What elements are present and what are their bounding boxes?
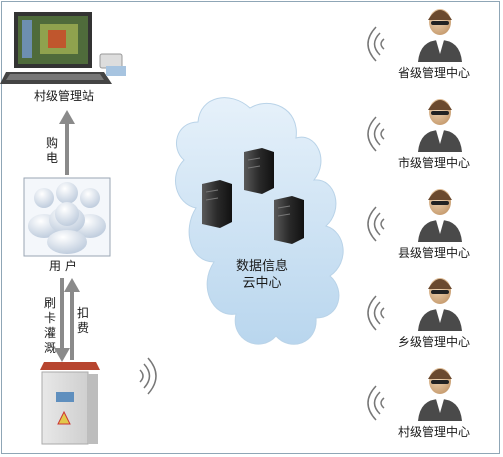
cloud-label: 数据信息 云中心 bbox=[217, 258, 307, 292]
deduct-fee-label: 扣费 bbox=[76, 306, 89, 335]
signal-waves-icon bbox=[367, 295, 385, 331]
cloud-label-line2: 云中心 bbox=[242, 276, 282, 291]
arrow-deduct-fee bbox=[64, 278, 80, 360]
center-label-0: 省级管理中心 bbox=[398, 66, 471, 80]
cloud-shape bbox=[175, 97, 344, 345]
server-icon-3 bbox=[274, 196, 304, 244]
server-icon-2 bbox=[202, 180, 232, 228]
server-icon-1 bbox=[244, 148, 274, 194]
signal-waves-icon bbox=[139, 357, 157, 395]
swipe-irrigate-label: 刷卡灌溉 bbox=[43, 296, 56, 355]
arrow-swipe-card bbox=[54, 278, 70, 362]
laptop-icon bbox=[0, 12, 126, 84]
signal-waves-icon bbox=[367, 206, 385, 242]
manager-person-icon bbox=[418, 99, 462, 152]
manager-person-icon bbox=[418, 368, 462, 421]
center-label-2: 县级管理中心 bbox=[398, 246, 471, 260]
controller-cabinet-icon bbox=[40, 362, 100, 445]
signal-waves-icon bbox=[367, 26, 385, 62]
village-station-label: 村级管理站 bbox=[34, 89, 95, 103]
center-label-1: 市级管理中心 bbox=[398, 156, 471, 170]
signal-waves-icon bbox=[367, 385, 385, 421]
arrow-buy-power bbox=[59, 110, 75, 175]
buy-power-label: 购电 bbox=[45, 136, 58, 165]
user-group-icon bbox=[23, 177, 111, 257]
center-label-4: 村级管理中心 bbox=[398, 425, 471, 439]
signal-waves-icon bbox=[367, 116, 385, 152]
manager-person-icon bbox=[418, 9, 462, 62]
center-label-3: 乡级管理中心 bbox=[398, 335, 471, 349]
manager-person-icon bbox=[418, 189, 462, 242]
user-group-label: 用 户 bbox=[49, 259, 77, 273]
cloud-label-line1: 数据信息 bbox=[235, 259, 288, 274]
manager-person-icon bbox=[418, 278, 462, 331]
